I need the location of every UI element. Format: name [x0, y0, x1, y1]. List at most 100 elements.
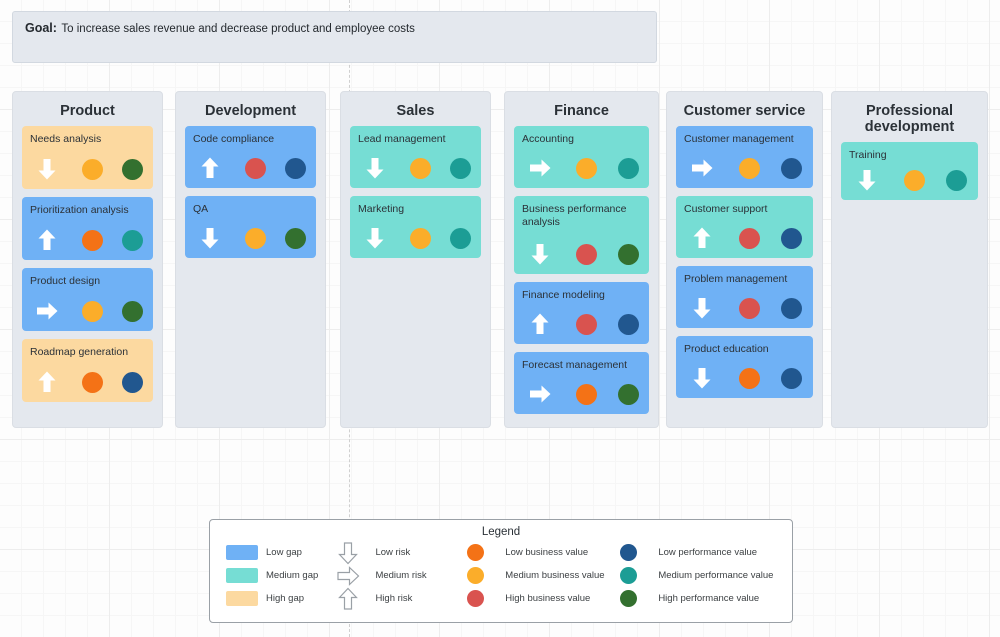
business-dot-wrap: [465, 567, 505, 584]
arrow-down-icon: [201, 228, 219, 249]
business-value-dot: [575, 383, 597, 405]
capability-card[interactable]: Code compliance: [185, 126, 316, 189]
capability-card[interactable]: Customer management: [676, 126, 813, 189]
performance-value-dot: [617, 243, 639, 265]
performance-value-dot: [122, 371, 144, 393]
performance-value-indicator: [112, 300, 153, 322]
capability-card[interactable]: Customer support: [676, 196, 813, 259]
legend-item-label: Low gap: [266, 547, 302, 558]
capability-card[interactable]: Needs analysis: [22, 126, 153, 190]
legend-item: Low business value: [465, 541, 618, 564]
performance-value-dot: [617, 157, 639, 179]
card-title: Customer support: [684, 203, 768, 216]
performance-value-dot: [450, 157, 472, 179]
card-indicator-row: [514, 381, 649, 407]
legend-item-label: High gap: [266, 593, 305, 604]
performance-value-dot: [617, 383, 639, 405]
capability-card[interactable]: Forecast management: [514, 352, 649, 415]
performance-value-dot: [946, 169, 968, 191]
business-value-dot: [81, 371, 103, 393]
performance-value-indicator: [607, 157, 649, 179]
capability-card[interactable]: Problem management: [676, 266, 813, 329]
business-value-dot: [738, 157, 760, 179]
performance-dot-wrap: [618, 590, 658, 607]
risk-indicator: [514, 241, 565, 267]
performance-value-dot: [620, 567, 638, 584]
performance-value-indicator: [440, 157, 481, 179]
performance-value-dot: [781, 227, 803, 249]
card-indicator-row: [514, 241, 649, 267]
performance-value-dot: [781, 157, 803, 179]
risk-indicator: [676, 225, 728, 251]
gap-swatch-wrap: [226, 545, 266, 560]
column-title: Product: [60, 103, 115, 119]
gap-swatch-wrap: [226, 568, 266, 583]
performance-value-indicator: [607, 383, 649, 405]
performance-value-indicator: [607, 313, 649, 335]
capability-card[interactable]: Roadmap generation: [22, 339, 153, 403]
business-value-dot: [409, 157, 431, 179]
goal-label: Goal:: [25, 21, 57, 35]
performance-value-indicator: [936, 169, 978, 191]
risk-indicator: [350, 155, 400, 181]
business-value-dot: [903, 169, 925, 191]
capability-card[interactable]: Marketing: [350, 196, 481, 259]
capability-card[interactable]: Business performance analysis: [514, 196, 649, 275]
business-value-indicator: [728, 297, 770, 319]
capability-card[interactable]: Accounting: [514, 126, 649, 189]
arrow-right-icon: [529, 385, 551, 403]
performance-value-dot: [781, 367, 803, 389]
performance-value-indicator: [112, 158, 153, 180]
risk-indicator: [22, 369, 72, 395]
performance-value-dot: [122, 158, 144, 180]
card-indicator-row: [676, 295, 813, 321]
goal-text: To increase sales revenue and decrease p…: [61, 23, 415, 35]
card-indicator-row: [676, 225, 813, 251]
arrow-down-icon: [338, 541, 359, 564]
capability-card[interactable]: Training: [841, 142, 978, 201]
performance-value-indicator: [771, 227, 813, 249]
legend-item-label: Low business value: [505, 547, 589, 558]
card-title: Marketing: [358, 203, 405, 216]
risk-indicator: [514, 155, 565, 181]
capability-card[interactable]: Product education: [676, 336, 813, 399]
arrow-right-icon: [692, 159, 713, 177]
goal-banner[interactable]: Goal: To increase sales revenue and decr…: [12, 11, 657, 63]
arrow-down-icon: [693, 298, 711, 319]
business-value-dot: [738, 227, 760, 249]
capability-card[interactable]: Prioritization analysis: [22, 197, 153, 261]
arrow-up-icon: [38, 371, 56, 393]
performance-value-dot: [620, 590, 638, 607]
capability-card[interactable]: Product design: [22, 268, 153, 332]
card-indicator-row: [514, 311, 649, 337]
column-title: Customer service: [683, 103, 806, 119]
business-value-indicator: [72, 371, 113, 393]
column-title: Professional development: [864, 103, 955, 136]
performance-dot-wrap: [618, 567, 658, 584]
risk-indicator: [676, 295, 728, 321]
business-value-indicator: [400, 227, 441, 249]
business-value-dot: [81, 229, 103, 251]
card-indicator-row: [676, 155, 813, 181]
card-title: Forecast management: [522, 359, 628, 372]
card-indicator-row: [22, 227, 153, 253]
card-indicator-row: [841, 167, 978, 193]
risk-arrow-wrap: [335, 586, 375, 612]
arrow-down-icon: [531, 244, 549, 265]
capability-card[interactable]: Lead management: [350, 126, 481, 189]
legend-item-label: Medium gap: [266, 570, 319, 581]
capability-card[interactable]: QA: [185, 196, 316, 259]
risk-arrow-wrap: [335, 563, 375, 589]
performance-value-dot: [122, 229, 144, 251]
card-title: Accounting: [522, 133, 574, 146]
legend-item-label: High performance value: [658, 593, 760, 604]
card-title: Code compliance: [193, 133, 275, 146]
capability-card[interactable]: Finance modeling: [514, 282, 649, 345]
